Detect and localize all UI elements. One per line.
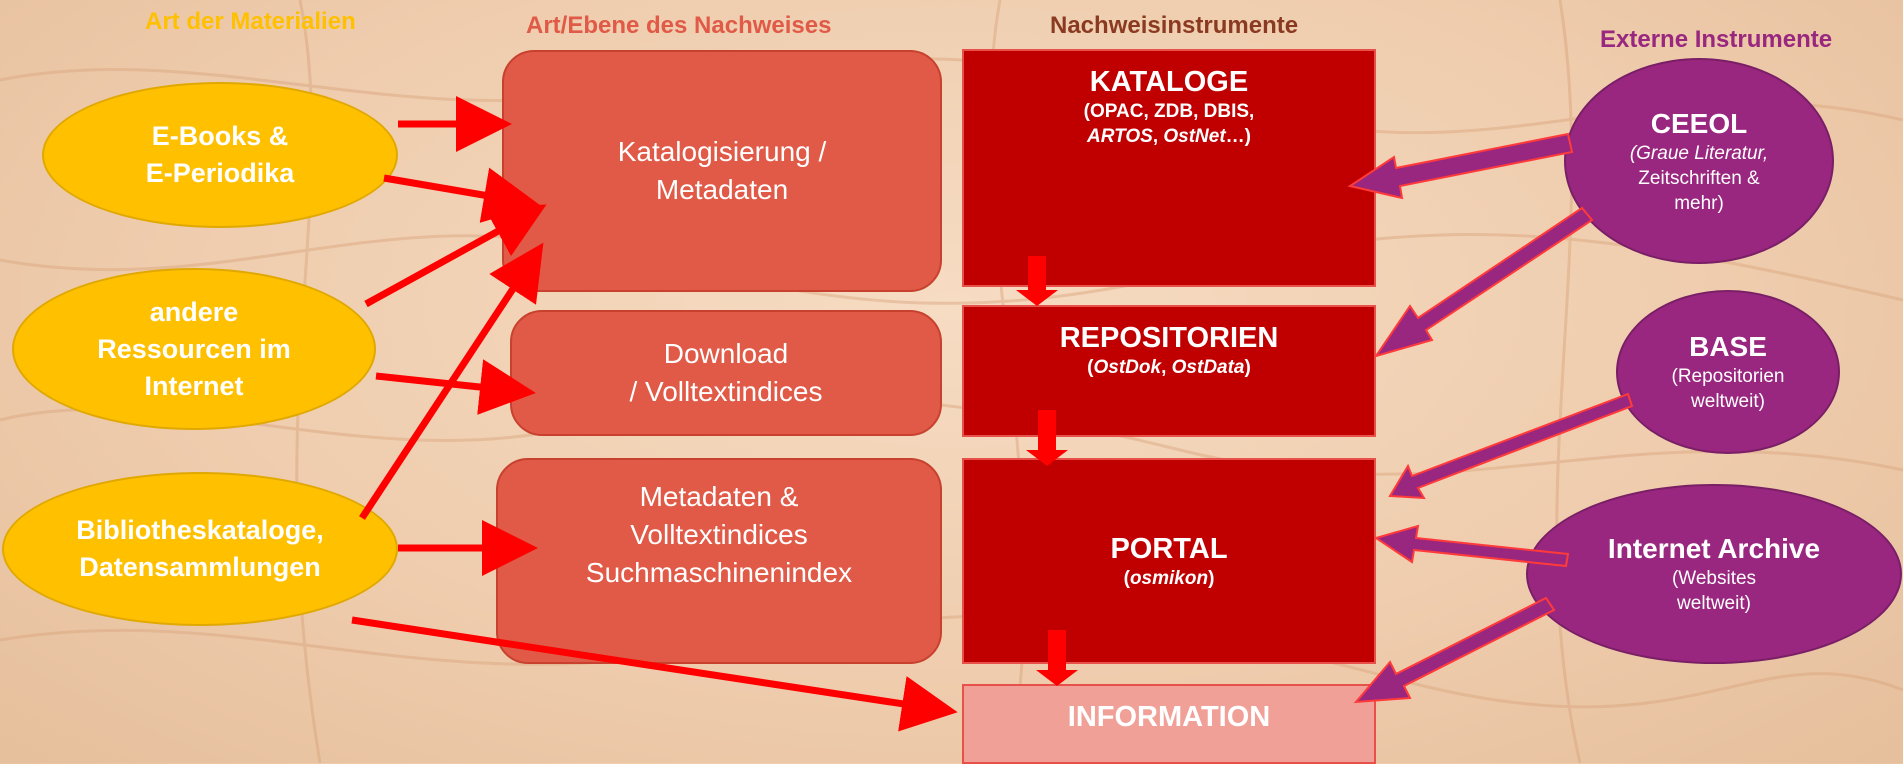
base-title: BASE [1689,331,1767,362]
ostnet-text: OstNet [1163,126,1226,147]
kataloge-title: KATALOGE [1089,66,1249,98]
download-line2: / Volltextindices [629,376,823,407]
cataloging-line2: Metadaten [655,174,789,205]
portal-close: ) [1208,567,1215,589]
portal-sub: (osmikon) [1124,566,1215,591]
base-line2: weltweit) [1691,391,1765,412]
portal-title: PORTAL [1110,532,1228,565]
ellipse-internet-archive: Internet Archive (Websites weltweit) [1526,484,1902,664]
catalogs-line1: Bibliotheskataloge, [76,515,324,545]
other-line2: Ressourcen im [97,333,291,364]
arrow-ceeol-repositorien [1373,206,1594,358]
arrow-ceeol-kataloge [1347,132,1574,200]
ceeol-line1: (Graue Literatur, [1629,142,1769,164]
header-materials: Art der Materialien [145,8,356,35]
repo-close: ) [1244,357,1251,378]
repo-sep: , [1161,357,1172,378]
repositorien-sub: (OstDok, OstData) [1087,355,1251,380]
ellipse-ebooks: E-Books & E-Periodika [42,82,398,228]
arrow-archive-portal [1373,524,1570,568]
metadata-line3: Suchmaschinenindex [585,557,853,588]
box-cataloging: Katalogisierung / Metadaten [502,50,942,292]
arrow-portal-information [1036,630,1078,686]
archive-line1: (Websites [1671,568,1757,589]
artos-text: ARTOS [1086,126,1153,147]
arrow-base-portal [1388,392,1634,500]
box-repositorien: REPOSITORIEN (OstDok, OstData) [962,305,1376,437]
cataloging-line1: Katalogisierung / [617,136,827,167]
arrow-other-download [375,359,536,415]
ellipse-base: BASE (Repositorien weltweit) [1616,290,1840,454]
arrow-ebooks-cataloging-2 [383,167,540,223]
ostdok-text: OstDok [1093,357,1162,378]
box-download: Download / Volltextindices [510,310,942,436]
kataloge-line1: (OPAC, ZDB, DBIS, [1083,101,1255,122]
box-kataloge: KATALOGE (OPAC, ZDB, DBIS, ARTOS, OstNet… [962,49,1376,287]
header-level: Art/Ebene des Nachweises [526,12,832,39]
arrow-archive-information [1353,596,1556,704]
metadata-line1: Metadaten & [639,481,799,512]
ellipse-library-catalogs: Bibliotheskataloge, Datensammlungen [2,472,398,626]
ceeol-line3: mehr) [1674,192,1724,214]
ceeol-line2: Zeitschriften & [1638,167,1760,189]
archive-title: Internet Archive [1607,533,1821,564]
box-information: INFORMATION [962,684,1376,764]
header-instruments: Nachweisinstrumente [1050,12,1299,39]
osmikon-text: osmikon [1129,567,1209,589]
ostdata-text: OstData [1171,357,1245,378]
catalogs-line2: Datensammlungen [79,552,321,582]
kataloge-tail: …) [1225,126,1251,147]
metadata-line2: Volltextindices [630,519,808,550]
header-external: Externe Instrumente [1600,26,1833,53]
arrow-catalogs-information [351,616,958,732]
kataloge-line2: ARTOS, OstNet…) [1087,124,1251,149]
other-line3: Internet [144,370,244,401]
ellipse-other-resources: andere Ressourcen im Internet [12,268,376,430]
arrow-catalogs-cataloging [359,242,544,520]
other-line1: andere [149,296,239,327]
arrow-repositorien-portal [1026,410,1068,466]
arrow-kataloge-repositorien [1016,256,1058,306]
information-title: INFORMATION [1067,701,1271,733]
box-metadata-index: Metadaten & Volltextindices Suchmaschine… [496,458,942,664]
ebooks-line2: E-Periodika [145,158,295,188]
base-line1: (Repositorien [1671,366,1785,387]
download-line1: Download [663,338,789,369]
archive-line2: weltweit) [1677,593,1751,614]
ceeol-title: CEEOL [1650,107,1748,139]
arrow-other-cataloging [364,204,547,308]
repo-open: ( [1087,357,1094,378]
box-portal: PORTAL (osmikon) [962,458,1376,664]
ellipse-ceeol: CEEOL (Graue Literatur, Zeitschriften & … [1564,58,1834,264]
portal-open: ( [1123,567,1130,589]
repositorien-title: REPOSITORIEN [1059,322,1279,354]
ebooks-line1: E-Books & [151,121,289,151]
kataloge-sep: , [1152,126,1164,147]
